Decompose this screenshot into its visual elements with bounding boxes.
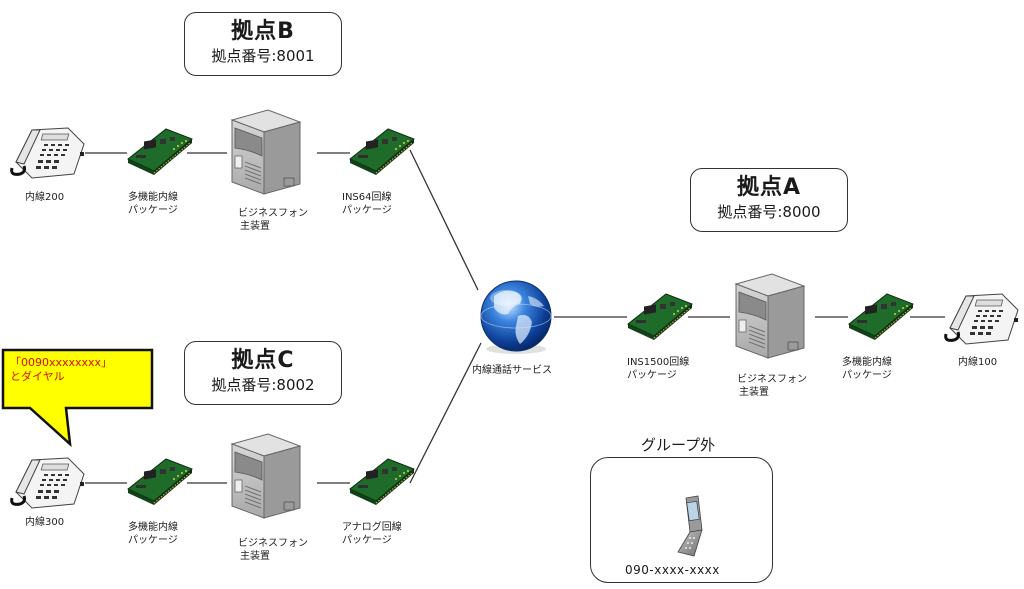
outside-group-box <box>590 457 773 583</box>
board-icon-a-line-pkg <box>627 293 693 341</box>
phone-icon-ext100 <box>944 292 1020 346</box>
phone-icon-ext300 <box>10 456 86 510</box>
site-a-box: 拠点A 拠点番号:8000 <box>690 168 848 232</box>
server-icon-b-pbx <box>231 109 301 195</box>
site-c-title: 拠点C <box>231 348 295 373</box>
site-a-number: 拠点番号:8000 <box>717 203 821 221</box>
a-line-pkg-label: INS1500回線 パッケージ <box>627 357 690 381</box>
ext100-label: 内線100 <box>958 357 998 368</box>
mobile-phone-icon <box>677 495 703 557</box>
mobile-number: 090-xxxx-xxxx <box>625 563 720 577</box>
site-a-title: 拠点A <box>736 175 802 200</box>
board-icon-b-line-pkg <box>349 128 415 176</box>
board-icon-a-ext-pkg <box>848 293 914 341</box>
b-ext-pkg-label: 多機能内線 パッケージ <box>128 192 178 216</box>
site-b-title: 拠点B <box>231 19 295 44</box>
callout-bubble <box>1 348 154 448</box>
board-icon-c-ext-pkg <box>127 458 193 506</box>
site-b-number: 拠点番号:8001 <box>211 47 315 65</box>
link-b-cloud <box>409 149 479 291</box>
link-c-cloud <box>409 342 482 484</box>
c-pbx-label: ビジネスフォン 主装置 <box>238 538 308 562</box>
board-icon-c-line-pkg <box>349 458 415 506</box>
site-c-box: 拠点C 拠点番号:8002 <box>184 341 342 405</box>
c-line-pkg-label: アナログ回線 パッケージ <box>342 522 402 546</box>
cloud-service-label: 内線通話サービス <box>472 365 552 376</box>
site-c-number: 拠点番号:8002 <box>211 376 315 394</box>
outside-group-title: グループ外 <box>641 436 716 454</box>
ext200-label: 内線200 <box>25 192 65 203</box>
globe-icon <box>480 280 552 354</box>
b-line-pkg-label: INS64回線 パッケージ <box>342 192 392 216</box>
a-ext-pkg-label: 多機能内線 パッケージ <box>842 357 892 381</box>
board-icon-b-ext-pkg <box>127 128 193 176</box>
c-ext-pkg-label: 多機能内線 パッケージ <box>128 522 178 546</box>
ext300-label: 内線300 <box>25 517 65 528</box>
connection-lines <box>85 149 945 484</box>
server-icon-c-pbx <box>231 433 301 519</box>
b-pbx-label: ビジネスフォン 主装置 <box>238 208 308 232</box>
site-b-box: 拠点B 拠点番号:8001 <box>184 12 342 76</box>
server-icon-a-pbx <box>735 273 805 359</box>
callout-text: 「0090xxxxxxxx」 とダイヤル <box>10 356 113 383</box>
phone-icon-ext200 <box>10 126 86 180</box>
a-pbx-label: ビジネスフォン 主装置 <box>737 374 807 398</box>
